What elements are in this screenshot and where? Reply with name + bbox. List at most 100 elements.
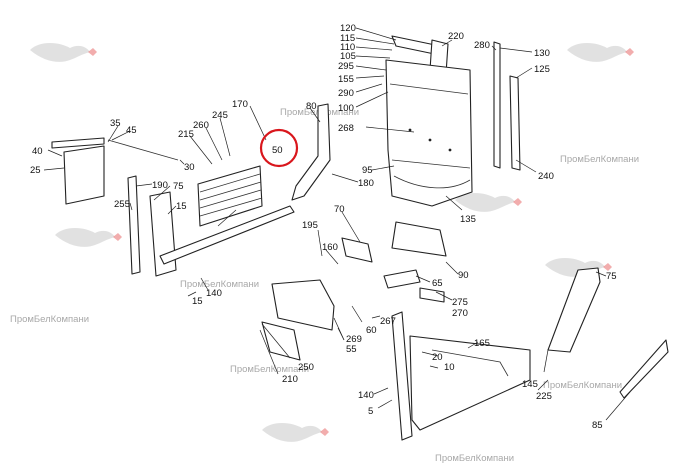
- callout-label[interactable]: 95: [362, 165, 373, 176]
- left-frame-bar-part: [149, 191, 177, 277]
- callout-label[interactable]: 70: [334, 204, 345, 215]
- mid-bracket-part: [341, 237, 373, 263]
- callout-label[interactable]: 10: [444, 362, 455, 373]
- front-frame-part: [391, 311, 413, 441]
- callout-label[interactable]: 140: [206, 288, 222, 299]
- callout-label[interactable]: 270: [452, 308, 468, 319]
- cooler-fin: [199, 173, 261, 193]
- callout-label[interactable]: 20: [432, 352, 443, 363]
- rod-part: [107, 139, 179, 161]
- watermark-layer: ПромБелКомпани ПромБелКомпани ПромБелКом…: [10, 43, 639, 464]
- callout-label[interactable]: 225: [536, 391, 552, 402]
- running-pegasus-logo-icon: [262, 423, 329, 442]
- callout-label[interactable]: 120: [340, 23, 356, 34]
- callout-labels: 120 115 110 105 295 155 290 100 220 280 …: [30, 23, 617, 431]
- running-pegasus-logo-icon: [567, 43, 634, 62]
- callout-label[interactable]: 60: [366, 325, 377, 336]
- callout-label[interactable]: 75: [606, 271, 617, 282]
- callout-label[interactable]: 245: [212, 110, 228, 121]
- door-panel-part: [63, 145, 105, 205]
- callout-label[interactable]: 80: [306, 101, 317, 112]
- watermark-text: ПромБелКомпани: [180, 279, 259, 290]
- callout-label[interactable]: 130: [534, 48, 550, 59]
- watermark-text: ПромБелКомпани: [230, 364, 309, 375]
- callout-label[interactable]: 260: [193, 120, 209, 131]
- duct-part: [261, 321, 301, 361]
- callout-label[interactable]: 105: [340, 51, 356, 62]
- rear-panel-rib: [391, 159, 471, 169]
- callout-label[interactable]: 100: [338, 103, 354, 114]
- watermark-text: ПромБелКомпани: [560, 154, 639, 165]
- callout-label[interactable]: 269: [346, 334, 362, 345]
- callout-label[interactable]: 160: [322, 242, 338, 253]
- callout-label[interactable]: 220: [448, 31, 464, 42]
- callout-label[interactable]: 280: [474, 40, 490, 51]
- callout-label[interactable]: 267: [380, 316, 396, 327]
- rear-panel-curve: [393, 175, 471, 189]
- side-panel-part: [619, 339, 669, 399]
- bottom-rail-part: [159, 205, 295, 265]
- callout-label[interactable]: 140: [358, 390, 374, 401]
- callout-label[interactable]: 195: [302, 220, 318, 231]
- parts-layer: [51, 35, 669, 441]
- cooler-fin: [199, 197, 263, 217]
- highlight-ring[interactable]: [259, 128, 299, 168]
- callout-label[interactable]: 250: [298, 362, 314, 373]
- callout-label[interactable]: 65: [432, 278, 443, 289]
- callout-label[interactable]: 135: [460, 214, 476, 225]
- rear-panel-hole: [448, 148, 452, 152]
- callout-label[interactable]: 115: [340, 33, 355, 44]
- callout-label[interactable]: 40: [32, 146, 43, 157]
- callout-label[interactable]: 180: [358, 178, 374, 189]
- callout-label[interactable]: 295: [338, 61, 354, 72]
- cooler-fin: [199, 181, 262, 201]
- callout-label[interactable]: 190: [152, 180, 168, 191]
- callout-label[interactable]: 170: [232, 99, 248, 110]
- upright-frame-part: [291, 103, 331, 201]
- callout-label[interactable]: 240: [538, 171, 554, 182]
- callout-label[interactable]: 155: [338, 74, 354, 85]
- callout-label[interactable]: 5: [368, 406, 373, 417]
- small-plate-part: [419, 287, 445, 303]
- callout-label[interactable]: 85: [592, 420, 603, 431]
- running-pegasus-logo-icon: [455, 193, 522, 212]
- running-pegasus-logo-icon: [55, 228, 122, 247]
- watermark-text: ПромБелКомпани: [435, 453, 514, 464]
- callout-label[interactable]: 255: [114, 199, 130, 210]
- shroud-part: [271, 279, 335, 331]
- callout-label[interactable]: 30: [184, 162, 195, 173]
- curved-strip-part: [509, 75, 521, 171]
- callout-label[interactable]: 50: [272, 145, 283, 156]
- running-pegasus-logo-icon: [30, 43, 97, 62]
- callout-label[interactable]: 125: [534, 64, 550, 75]
- callout-label[interactable]: 268: [338, 123, 354, 134]
- callout-label[interactable]: 110: [340, 42, 355, 53]
- front-frame-base-part: [409, 335, 531, 431]
- callout-label[interactable]: 25: [30, 165, 41, 176]
- handle-bar-part: [51, 137, 105, 149]
- callout-label[interactable]: 215: [178, 129, 194, 140]
- callout-label[interactable]: 75: [173, 181, 184, 192]
- callout-label[interactable]: 210: [282, 374, 298, 385]
- callout-label[interactable]: 55: [346, 344, 357, 355]
- callout-label[interactable]: 35: [110, 118, 121, 129]
- front-frame-inner: [431, 349, 509, 377]
- rear-panel-part: [385, 59, 473, 207]
- watermark-text: ПромБелКомпани: [543, 380, 622, 391]
- callout-label[interactable]: 45: [126, 125, 137, 136]
- cooler-fin: [199, 189, 262, 209]
- callout-label[interactable]: 15: [176, 201, 187, 212]
- left-frame-part: [127, 175, 141, 275]
- callout-label[interactable]: 90: [458, 270, 469, 281]
- callout-label[interactable]: 165: [474, 338, 490, 349]
- watermark-text: ПромБелКомпани: [10, 314, 89, 325]
- angled-plate-part: [391, 221, 447, 257]
- side-strip-part: [493, 41, 501, 169]
- callout-label[interactable]: 290: [338, 88, 354, 99]
- callout-label[interactable]: 275: [452, 297, 468, 308]
- rear-panel-hole: [428, 138, 432, 142]
- callout-label[interactable]: 15: [192, 296, 203, 307]
- callout-label[interactable]: 145: [522, 379, 538, 390]
- leader-lines: [43, 27, 631, 421]
